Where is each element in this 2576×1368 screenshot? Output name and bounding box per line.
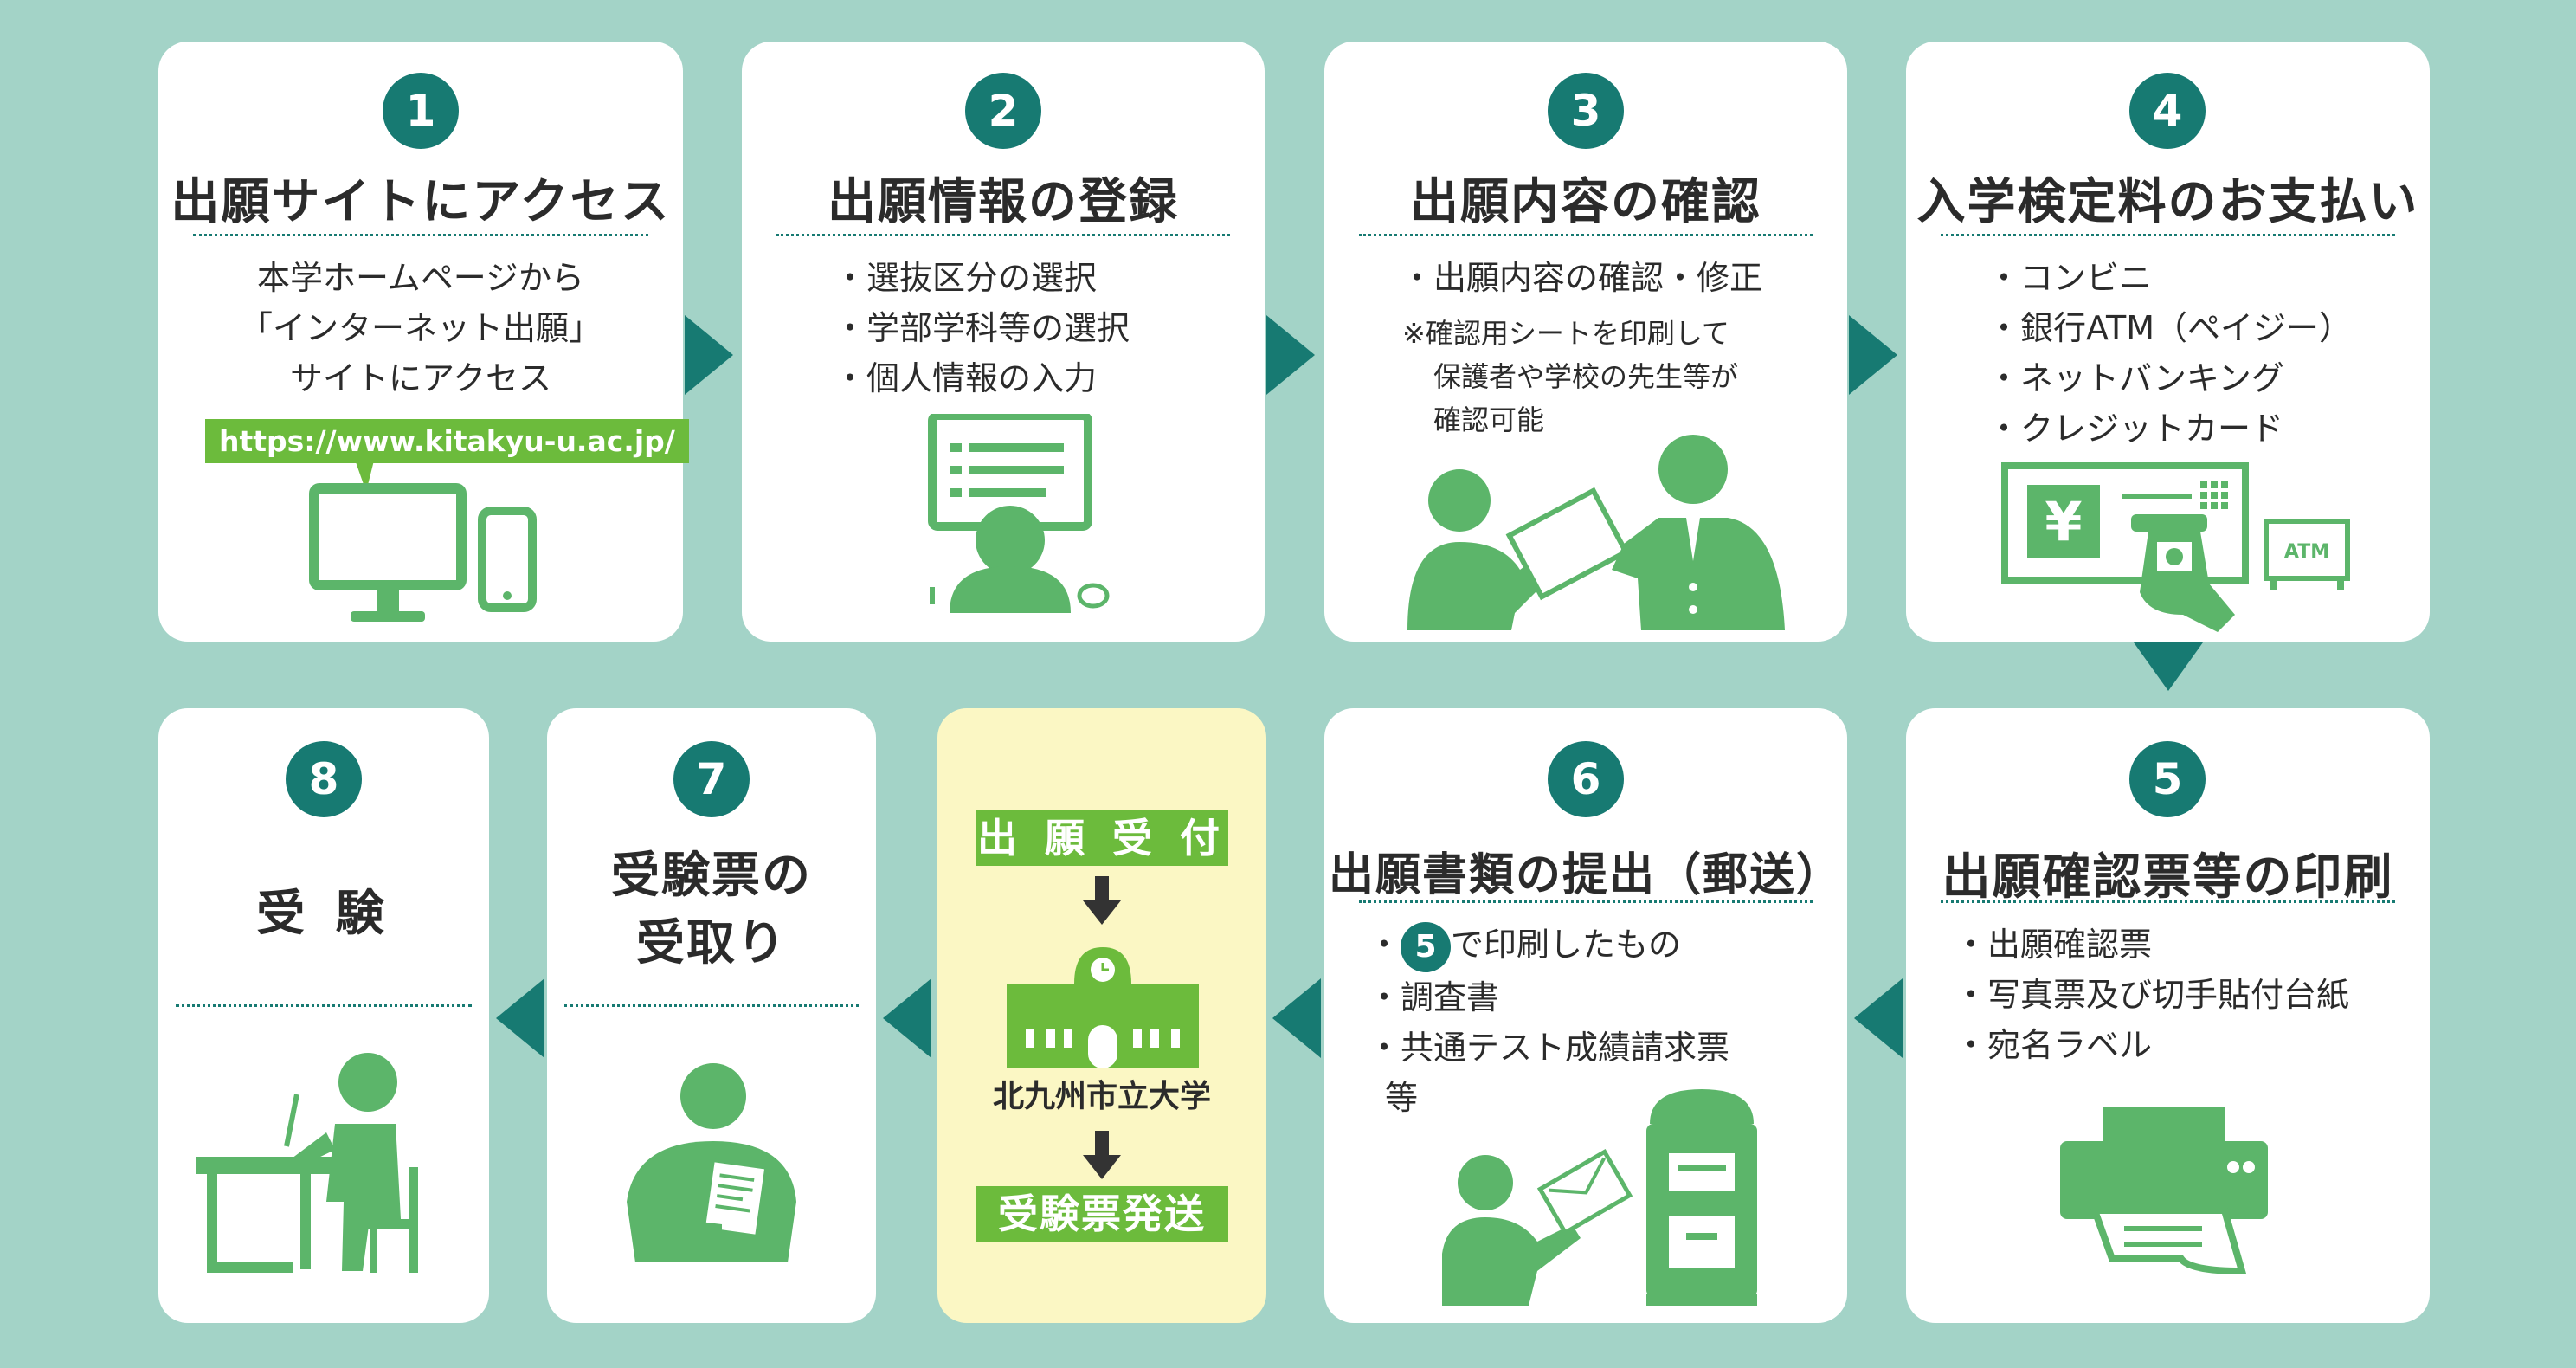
person-reading-ticket-icon	[627, 1063, 796, 1262]
atm-icon: ¥ ATM	[2001, 462, 2350, 632]
step-3-card: 3 出願内容の確認 ・出願内容の確認・修正 ※確認用シートを印刷して 保護者や学…	[1324, 42, 1847, 642]
step-title: 出願書類の提出（郵送）	[1328, 849, 1843, 901]
step-8-card: 8 受 験	[158, 708, 489, 1323]
step-title: 出願情報の登録	[828, 174, 1179, 230]
step-5-reference-badge: 5	[1401, 921, 1452, 972]
university-process-box: 出 願 受 付 北九州市立大学 受験票発送	[937, 708, 1266, 1323]
step-title: 出願確認票等の印刷	[1942, 849, 2394, 906]
step-line: 「インターネット出願」	[239, 309, 602, 347]
step-line: ・個人情報の入力	[834, 359, 1098, 397]
step-number-badge: 2	[965, 73, 1041, 149]
step-number-badge: 7	[673, 741, 750, 817]
step-line: ・出願内容の確認・修正	[1401, 259, 1763, 297]
flow-arrow-left	[1272, 978, 1321, 1058]
computer-and-smartphone-icon	[309, 457, 537, 622]
flow-arrow-left	[1854, 978, 1903, 1058]
flow-arrow-down	[2134, 642, 2203, 691]
step-title-line-1: 受験票の	[611, 848, 812, 904]
step-1-card: 1 出願サイトにアクセス 本学ホームページから 「インターネット出願」 サイトに…	[158, 42, 689, 642]
exam-ticket-sent-label: 受験票発送	[976, 1186, 1228, 1242]
person-handing-document-icon	[1407, 435, 1785, 630]
step-line: ・共通テスト成績請求票	[1368, 1028, 1730, 1067]
person-at-computer-icon	[928, 414, 1110, 613]
application-received-label: 出 願 受 付	[976, 810, 1228, 866]
flow-arrow-left	[496, 978, 544, 1058]
step-line: ・出願確認票	[1955, 926, 2153, 964]
step-line: 本学ホームページから	[256, 259, 585, 297]
step-line: ・宛名ラベル	[1955, 1026, 2153, 1064]
flow-arrow-left	[883, 978, 931, 1058]
step-title: 出願内容の確認	[1410, 174, 1761, 230]
university-name: 北九州市立大学	[992, 1079, 1211, 1114]
person-at-desk-icon	[196, 1053, 418, 1273]
step-number-badge: 1	[383, 73, 459, 149]
step-number-badge: 8	[286, 741, 362, 817]
step-line: ・コンビニ	[1987, 259, 2153, 297]
step-title: 受 験	[256, 886, 391, 942]
step-line: ・銀行ATM（ペイジー）	[1987, 309, 2353, 347]
step-title-line-2: 受取り	[636, 915, 787, 971]
step-line: ・クレジットカード	[1987, 410, 2284, 448]
flow-arrow-right	[685, 315, 733, 395]
step-number-badge: 5	[2129, 741, 2206, 817]
step-number-badge: 4	[2129, 73, 2206, 149]
step-7-card: 7 受験票の 受取り	[547, 708, 876, 1323]
step-title: 出願サイトにアクセス	[171, 174, 671, 230]
down-arrow-icon	[1083, 1131, 1121, 1179]
printer-icon	[2060, 1107, 2268, 1275]
step-line: サイトにアクセス	[289, 359, 552, 397]
down-arrow-icon	[1083, 876, 1121, 925]
step-note: 保護者や学校の先生等が	[1433, 360, 1739, 393]
step-line: ・選抜区分の選択	[834, 259, 1098, 297]
step-number-badge: 3	[1548, 73, 1624, 149]
step-line: ・調査書	[1368, 978, 1500, 1016]
step-2-card: 2 出願情報の登録 ・選抜区分の選択 ・学部学科等の選択 ・個人情報の入力	[742, 42, 1265, 642]
step-line: ・写真票及び切手貼付台紙	[1955, 976, 2350, 1014]
step-number-badge: 6	[1548, 741, 1624, 817]
yen-sign: ¥	[2045, 490, 2082, 553]
step-line: 等	[1385, 1078, 1419, 1117]
step-note: ※確認用シートを印刷して	[1402, 317, 1729, 350]
step-note: 確認可能	[1433, 403, 1545, 436]
atm-label: ATM	[2284, 541, 2329, 563]
step-title: 入学検定料のお支払い	[1916, 174, 2419, 230]
flow-arrow-right	[1849, 315, 1897, 395]
step-line: ・学部学科等の選択	[834, 309, 1130, 347]
university-building-icon	[1007, 947, 1199, 1068]
step-4-card: 4 入学検定料のお支払い ・コンビニ ・銀行ATM（ペイジー） ・ネットバンキン…	[1906, 42, 2430, 642]
step-5-card: 5 出願確認票等の印刷 ・出願確認票 ・写真票及び切手貼付台紙 ・宛名ラベル	[1906, 708, 2430, 1323]
step-line: ・ネットバンキング	[1987, 359, 2284, 397]
step-line: で印刷したもの	[1451, 926, 1682, 964]
person-posting-letter-icon	[1442, 1089, 1757, 1306]
university-url[interactable]: https://www.kitakyu-u.ac.jp/	[205, 419, 689, 463]
flow-arrow-right	[1266, 315, 1315, 395]
